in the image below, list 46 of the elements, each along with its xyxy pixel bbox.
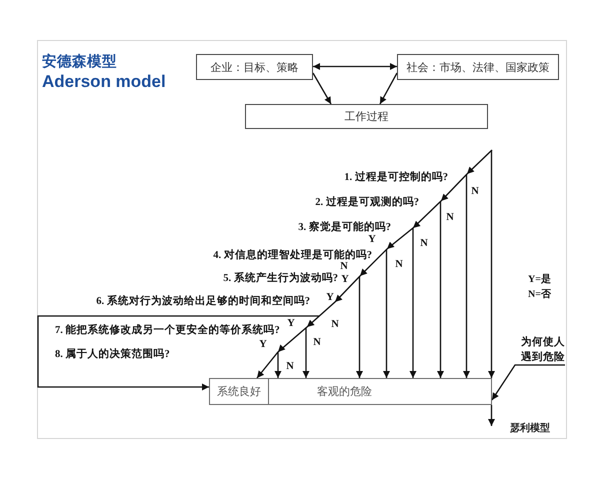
question-text: 1. 过程是可控制的吗?	[344, 172, 448, 182]
arrow	[302, 328, 310, 378]
arrow	[383, 250, 390, 378]
branch-label: Y	[287, 318, 295, 328]
arrow	[463, 174, 470, 378]
callout-text: 为何使人遇到危险	[521, 335, 565, 365]
branch-label: Y	[259, 338, 267, 350]
arrow	[312, 72, 332, 104]
question-text: 8. 属于人的决策范围吗?	[55, 348, 170, 360]
arrow	[379, 72, 398, 104]
question-text: 6. 系统对行为波动给出足够的时间和空间吗?	[96, 296, 310, 306]
diagonal-arrow	[256, 150, 492, 378]
question-text: 2. 过程是可观测的吗?	[315, 196, 419, 208]
branch-label: Y	[341, 274, 349, 284]
loop-arrow	[37, 315, 319, 390]
diagram-title: 安德森模型 Aderson model	[42, 53, 167, 91]
process-box: 工作过程	[245, 104, 488, 129]
arrow	[274, 352, 282, 378]
process-box: 社会：市场、法律、国家政策	[397, 54, 559, 80]
branch-label: N	[340, 261, 348, 272]
outcome-box: 系统良好	[209, 378, 269, 405]
arrow	[488, 405, 495, 426]
branch-label: N	[471, 186, 479, 196]
branch-label: N	[286, 360, 294, 372]
arrow	[410, 228, 416, 378]
key-text: Y=是	[528, 274, 551, 286]
leader-line	[491, 364, 565, 400]
process-box: 企业：目标、策略	[196, 54, 313, 80]
model-caption: 瑟利模型	[510, 423, 550, 435]
branch-label: Y	[326, 292, 334, 302]
key-text: N=否	[528, 289, 551, 301]
branch-label: N	[313, 336, 321, 348]
question-text: 5. 系统产生行为波动吗?	[223, 272, 338, 284]
arrow	[356, 276, 363, 378]
arrow	[437, 202, 444, 378]
question-text: 3. 察觉是可能的吗?	[298, 222, 391, 232]
branch-label: N	[331, 318, 339, 330]
branch-label: N	[395, 258, 403, 270]
outcome-box: 客观的危险	[268, 378, 492, 405]
double-arrow	[313, 63, 397, 70]
branch-label: N	[446, 212, 454, 222]
question-text: 7. 能把系统修改成另一个更安全的等价系统吗?	[55, 324, 280, 336]
arrow	[488, 150, 495, 378]
branch-label: Y	[368, 234, 376, 245]
branch-label: N	[420, 238, 428, 248]
question-text: 4. 对信息的理智处理是可能的吗?	[213, 250, 372, 260]
